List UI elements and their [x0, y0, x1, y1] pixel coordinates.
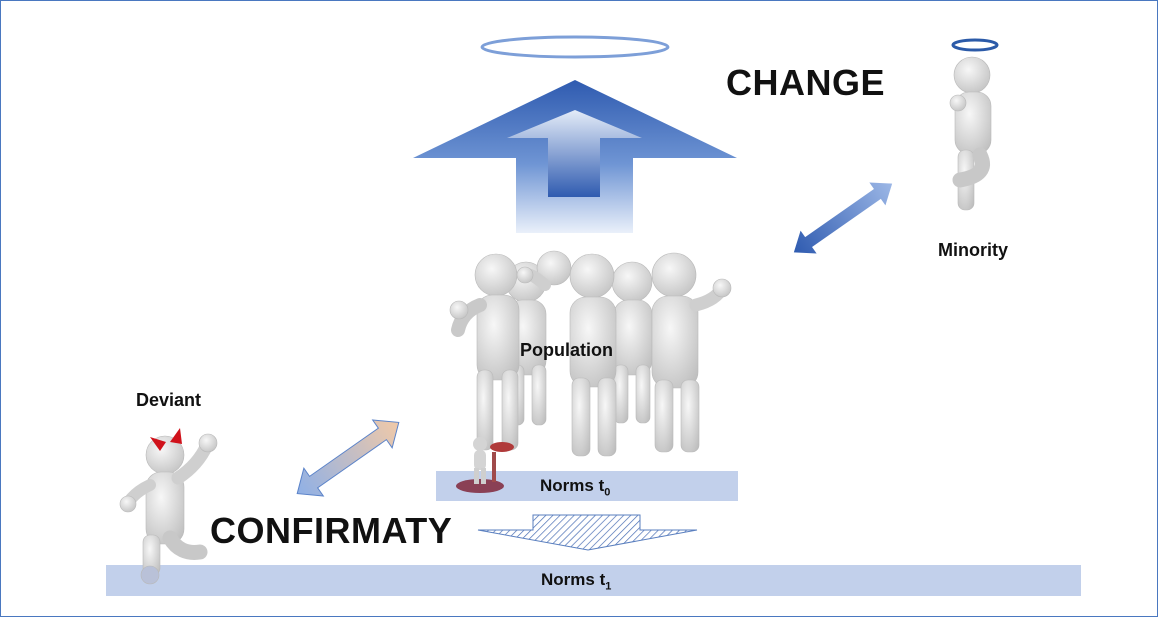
population-label: Population: [520, 340, 613, 360]
change-label: CHANGE: [726, 62, 886, 103]
norms-t0-label: Norms t0: [540, 476, 610, 498]
double-arrow-icon: [793, 182, 893, 254]
population-figures: [449, 250, 732, 457]
deviant-label: Deviant: [136, 390, 202, 410]
norms-t1-text: Norms t: [541, 570, 606, 589]
deviant-figure: [119, 433, 218, 585]
down-arrow-icon: [477, 514, 698, 551]
devil-horns-icon: [150, 428, 182, 451]
norms-t0-text: Norms t: [540, 476, 605, 495]
double-arrow-icon: [296, 419, 400, 497]
halo-icon: [480, 35, 670, 59]
minority-figure: [949, 38, 999, 211]
small-figure-icon: [456, 437, 514, 493]
confirmaty-label: CONFIRMATY: [210, 510, 453, 551]
norms-t1-label: Norms t1: [541, 570, 611, 592]
minority-label: Minority: [938, 240, 1008, 260]
norms-t1-bar: [106, 565, 1081, 596]
norms-t1-subscript: 1: [605, 580, 612, 593]
up-arrow-icon: [413, 80, 737, 233]
norms-t0-subscript: 0: [604, 486, 611, 499]
